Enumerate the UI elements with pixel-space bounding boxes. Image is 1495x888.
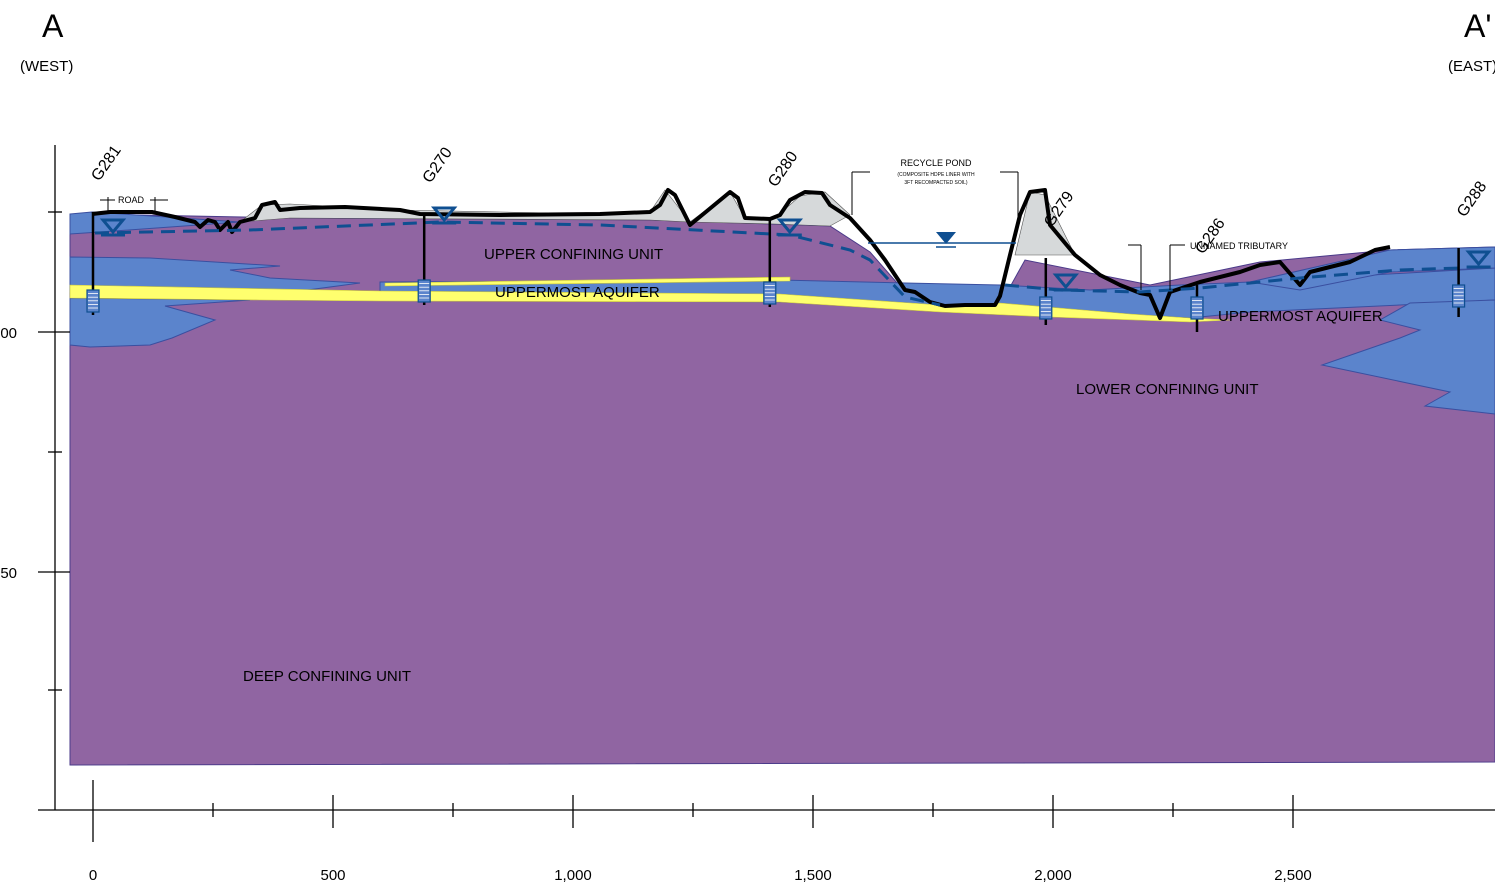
y-tick-label-550: 550 <box>0 565 17 582</box>
sand-layer-main <box>69 284 1231 323</box>
tributary-annotation <box>1128 244 1185 290</box>
x-tick-label-0: 0 <box>89 867 97 884</box>
sand-layer-upper <box>384 276 791 287</box>
y-tick-label-600: 600 <box>0 325 17 342</box>
tributary-label: UNNAMED TRIBUTARY <box>1190 241 1288 251</box>
well-label: G280 <box>765 148 801 190</box>
upper-confining-unit-label: UPPER CONFINING UNIT <box>484 246 663 263</box>
x-axis-ticks <box>92 780 1294 842</box>
pond-note-line1: (COMPOSITE HDPE LINER WITH <box>897 172 975 178</box>
x-tick-label-1500: 1,500 <box>794 867 832 884</box>
water-level-marker <box>99 218 127 235</box>
section-start-direction: (WEST) <box>20 58 74 75</box>
x-tick-label-2000: 2,000 <box>1034 867 1072 884</box>
pond-water-level-marker <box>936 232 956 244</box>
well-label: G281 <box>88 142 124 184</box>
uppermost-aquifer-label: UPPERMOST AQUIFER <box>495 284 660 301</box>
well-label: G286 <box>1192 215 1228 257</box>
x-tick-label-1000: 1,000 <box>554 867 592 884</box>
x-tick-label-2500: 2,500 <box>1274 867 1312 884</box>
aquifer-lens-west-lower <box>69 297 251 348</box>
deep-confining-unit-label: DEEP CONFINING UNIT <box>243 668 411 685</box>
section-end-direction: (EAST) <box>1448 58 1495 75</box>
water-level-marker <box>1052 273 1080 290</box>
y-axis-ticks <box>38 211 70 691</box>
recycle-pond-annotation <box>851 171 1019 220</box>
road-annotation <box>100 197 168 212</box>
water-level-marker <box>430 206 458 223</box>
well-label: G288 <box>1454 178 1490 220</box>
uppermost-aquifer-east-label: UPPERMOST AQUIFER <box>1218 308 1383 325</box>
x-tick-label-500: 500 <box>320 867 345 884</box>
pond-note-line2: 3FT RECOMPACTED SOIL) <box>904 180 967 186</box>
section-end-label: A' <box>1464 8 1492 44</box>
aquifer-east-wedge <box>1320 299 1495 415</box>
road-label: ROAD <box>118 195 145 205</box>
well-label: G270 <box>420 144 456 186</box>
lower-confining-unit-label: LOWER CONFINING UNIT <box>1076 381 1259 398</box>
aquifer-lens-west-upper <box>69 211 241 235</box>
pond-title: RECYCLE POND <box>900 158 972 168</box>
water-level-marker <box>1465 250 1492 267</box>
water-level-marker <box>776 218 804 235</box>
section-start-label: A <box>42 8 64 44</box>
ground-surface <box>91 188 1391 320</box>
